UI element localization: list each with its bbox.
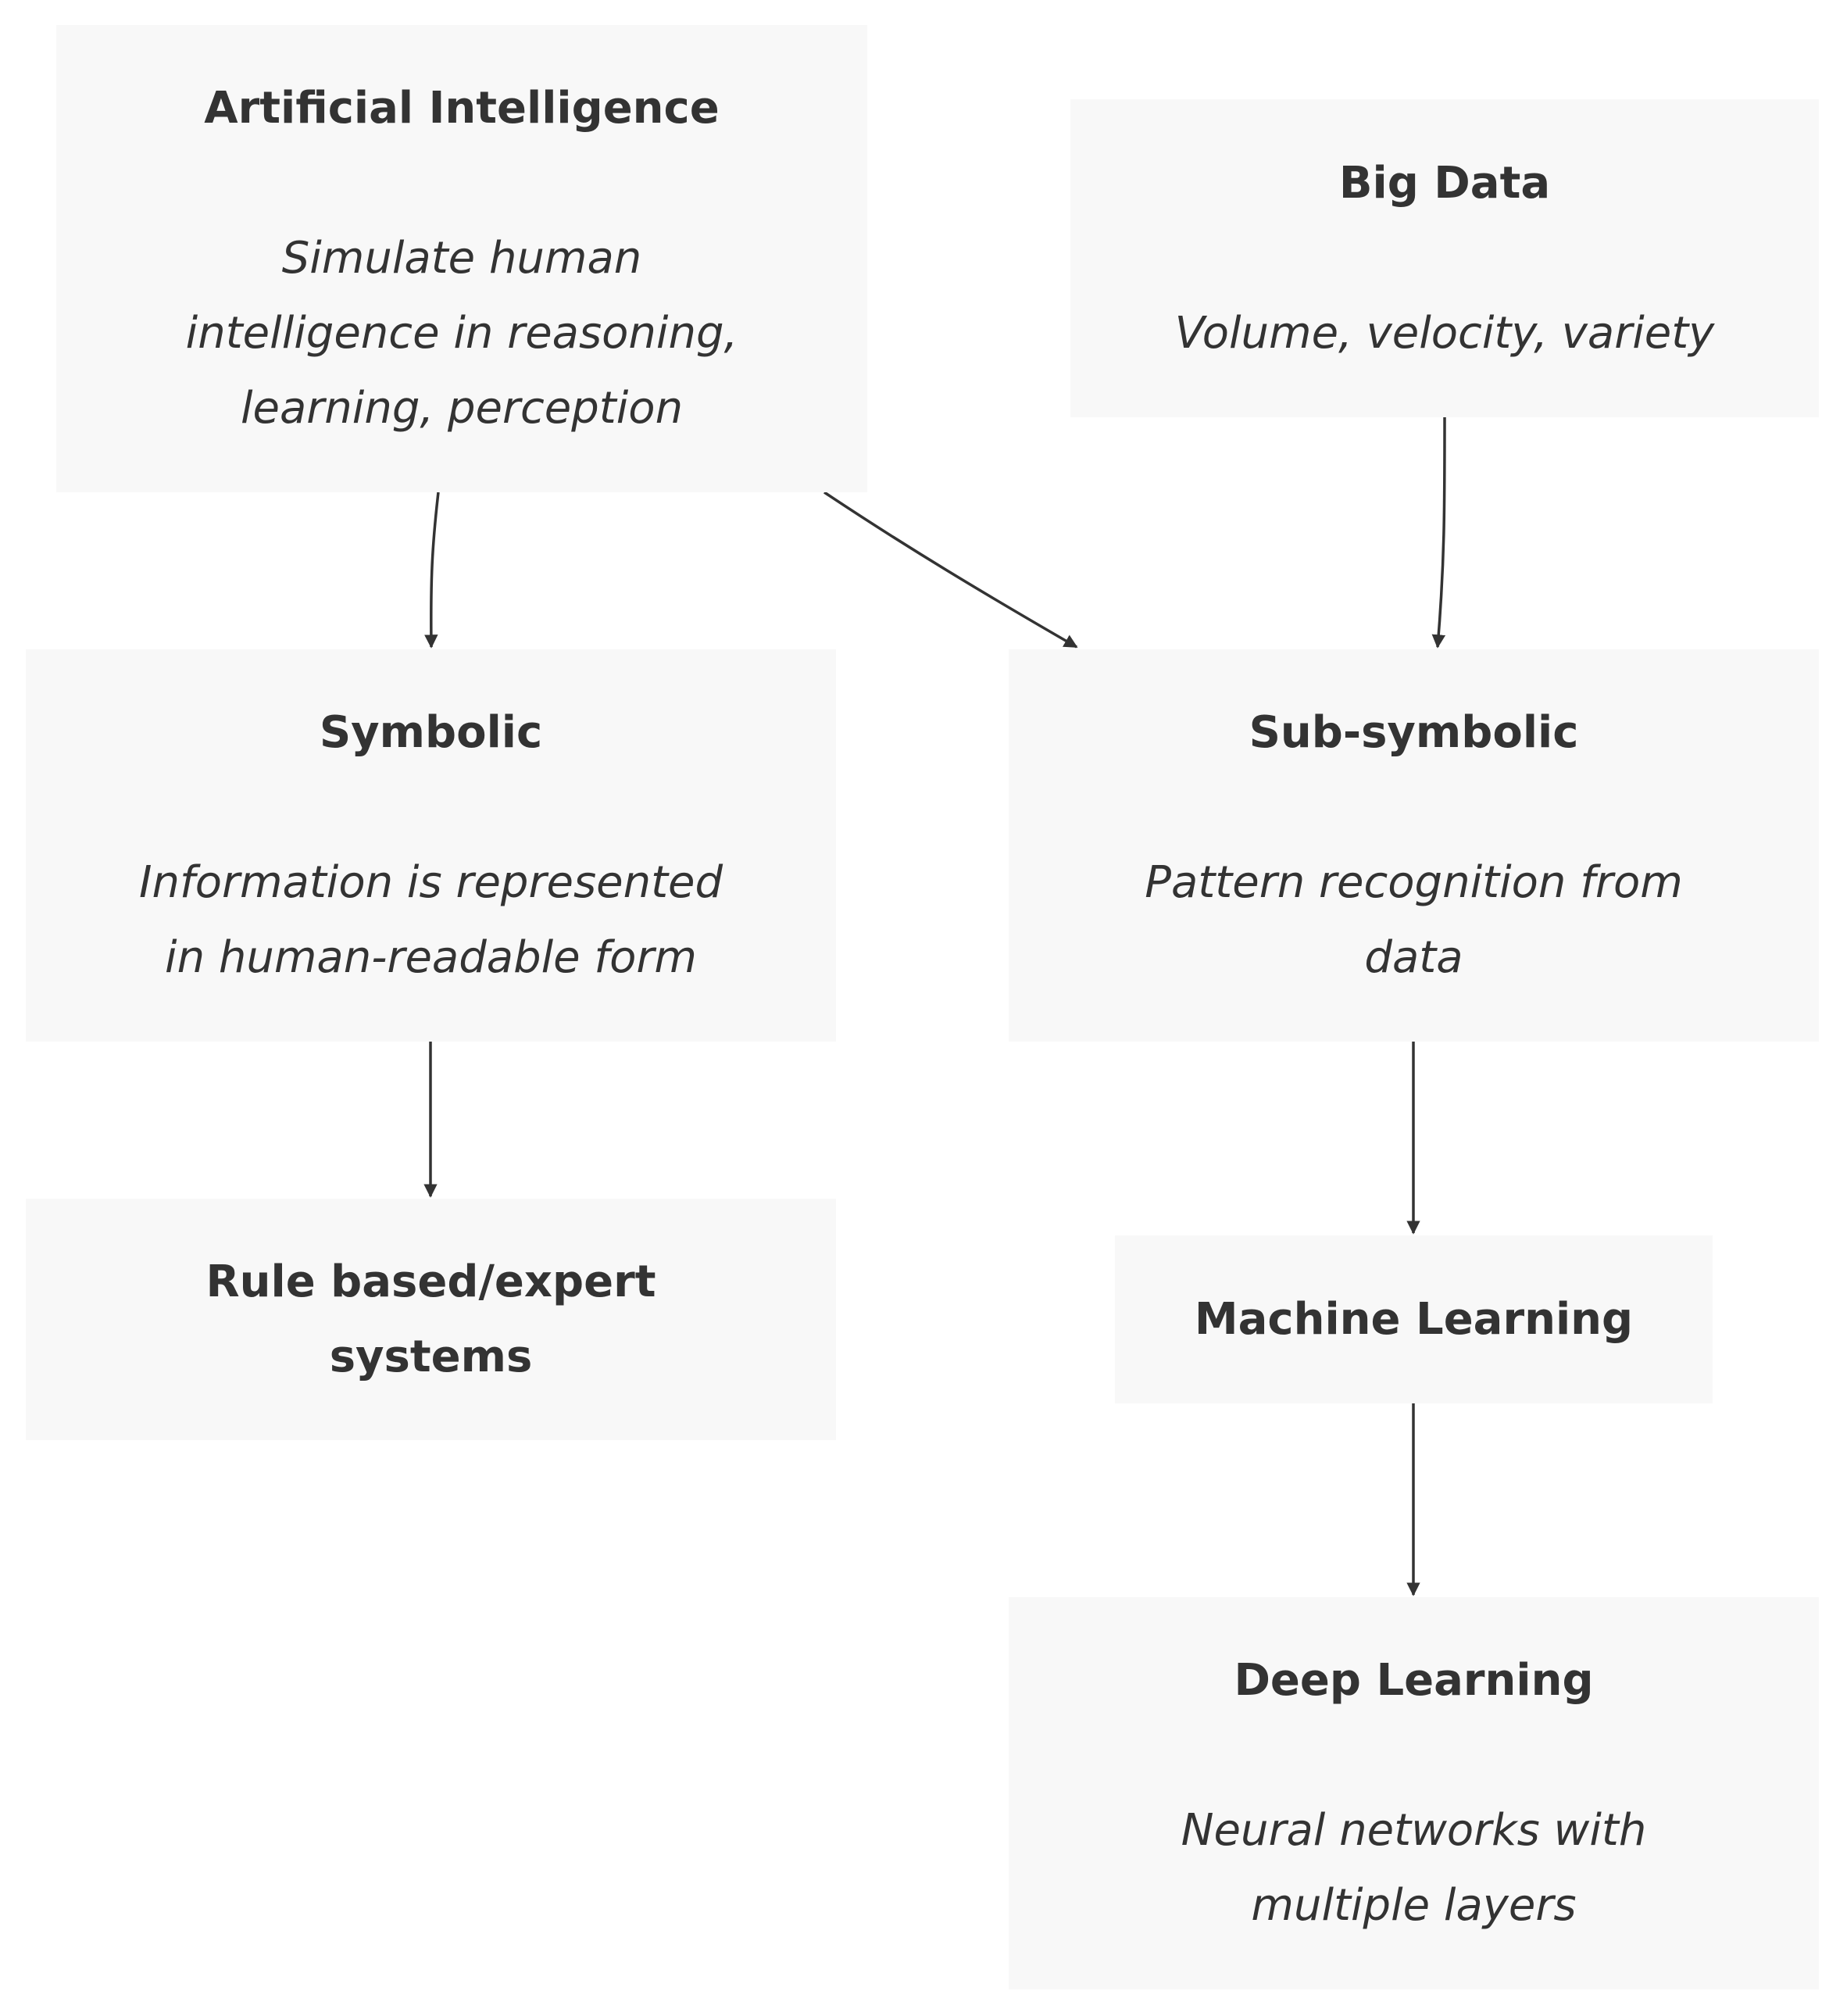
node-title: Rule based/expert systems — [206, 1245, 656, 1395]
node-title: Deep Learning — [1234, 1655, 1594, 1706]
node-symbolic[interactable]: Symbolic Information is represented in h… — [26, 649, 836, 1042]
node-title: Big Data — [1338, 157, 1551, 209]
node-deep-learning[interactable]: Deep Learning Neural networks with multi… — [1009, 1597, 1819, 1989]
edge-ai-to-subsymbolic — [823, 491, 1078, 649]
node-sub-symbolic[interactable]: Sub-symbolic Pattern recognition from da… — [1009, 649, 1819, 1042]
desc-line: Volume, velocity, variety — [1174, 307, 1715, 359]
node-description: Volume, velocity, variety — [1175, 296, 1715, 371]
desc-line: Simulate human — [281, 233, 642, 284]
desc-line: multiple layers — [1251, 1880, 1577, 1931]
node-description: Pattern recognition from data — [1145, 845, 1683, 995]
node-title: Sub-symbolic — [1249, 707, 1579, 758]
node-title: Artificial Intelligence — [204, 83, 720, 134]
title-line: Rule based/expert — [205, 1256, 656, 1307]
desc-line: learning, perception — [240, 383, 684, 434]
desc-line: in human-readable form — [165, 932, 697, 983]
desc-line: Information is represented — [138, 857, 723, 908]
edge-ai-to-symbolic — [424, 491, 440, 649]
node-description: Information is represented in human-read… — [139, 845, 723, 995]
title-line: systems — [329, 1331, 533, 1382]
desc-line: Neural networks with — [1181, 1805, 1647, 1856]
node-big-data[interactable]: Big Data Volume, velocity, variety — [1070, 99, 1819, 417]
desc-line: data — [1364, 932, 1463, 983]
node-rule-based-expert-systems[interactable]: Rule based/expert systems — [26, 1199, 836, 1440]
node-title: Machine Learning — [1194, 1293, 1634, 1345]
edge-bigdata-to-subsymbolic — [1431, 416, 1446, 649]
node-description: Neural networks with multiple layers — [1181, 1793, 1647, 1943]
node-title: Symbolic — [319, 707, 543, 758]
node-description: Simulate human intelligence in reasoning… — [186, 221, 738, 446]
desc-line: intelligence in reasoning, — [185, 308, 738, 359]
desc-line: Pattern recognition from — [1145, 857, 1683, 908]
node-artificial-intelligence[interactable]: Artificial Intelligence Simulate human i… — [56, 25, 867, 492]
node-machine-learning[interactable]: Machine Learning — [1115, 1235, 1713, 1403]
